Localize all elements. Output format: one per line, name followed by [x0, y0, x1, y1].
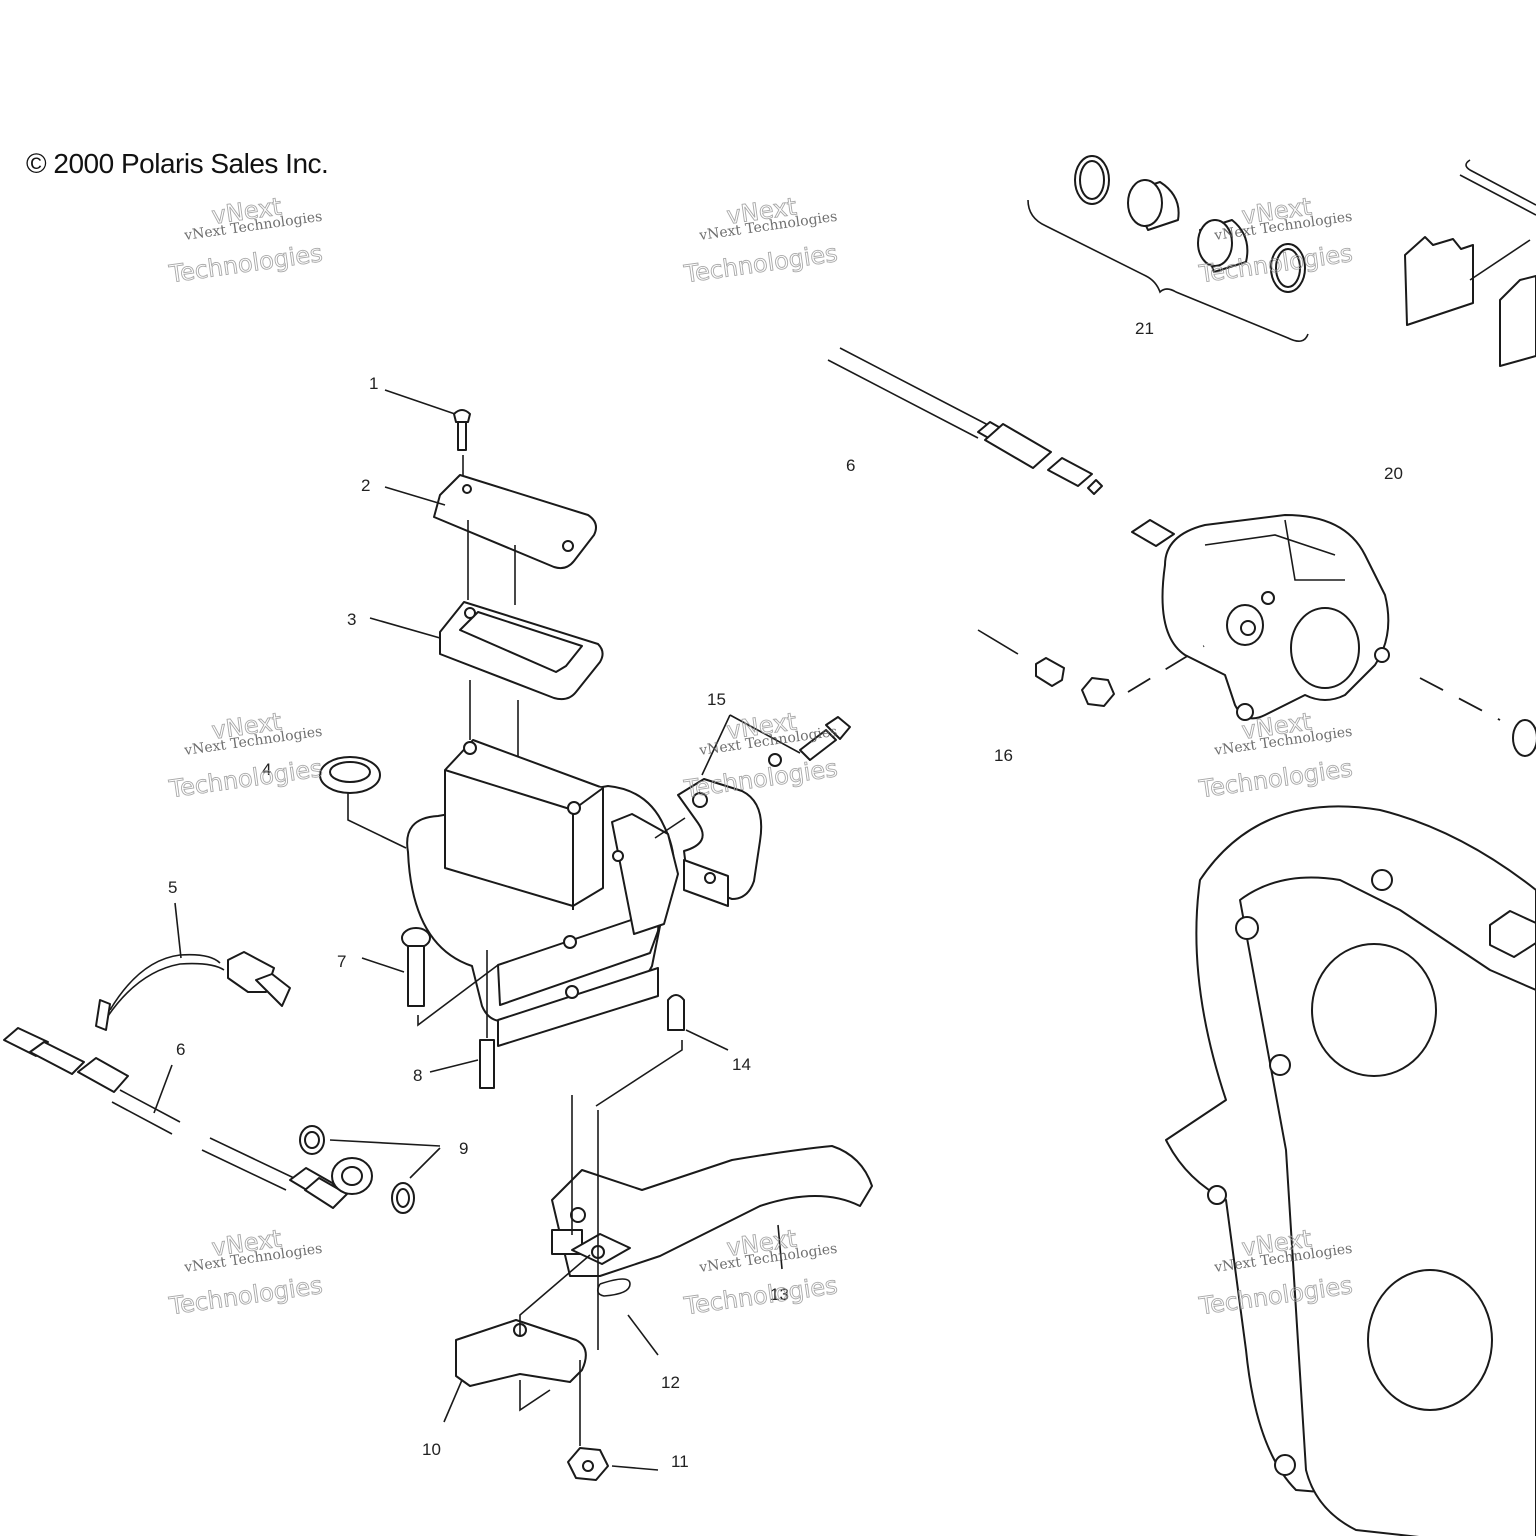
callout-11: 11: [671, 1452, 689, 1471]
watermark-tc: vNext Technologies vNext Technologies: [681, 192, 840, 289]
svg-text:Technologies: Technologies: [167, 239, 325, 288]
svg-text:Technologies: Technologies: [1197, 754, 1355, 803]
chaincase-housing: [1165, 805, 1536, 1536]
piston-kit: [1027, 155, 1309, 342]
lock-nut: [567, 1360, 659, 1481]
callout-21: 21: [1135, 319, 1154, 338]
svg-text:Technologies: Technologies: [682, 754, 840, 803]
callout-6-lower: 6: [176, 1040, 185, 1059]
callout-1: 1: [369, 374, 378, 393]
watermark-mr: vNext Technologies vNext Technologies: [1196, 707, 1355, 804]
brake-pads: [1404, 159, 1536, 367]
callout-9: 9: [459, 1139, 468, 1158]
brake-line-lower: [3, 1027, 348, 1209]
callout-10: 10: [422, 1440, 441, 1459]
brake-line-upper: [827, 347, 1103, 495]
watermark-bl: vNext Technologies vNext Technologies: [166, 1224, 325, 1321]
master-cylinder-body: [406, 739, 679, 1047]
svg-text:Technologies: Technologies: [167, 1271, 325, 1320]
reservoir-diaphragm: [369, 601, 604, 760]
callout-15: 15: [707, 690, 726, 709]
parking-brake-lever: [443, 1254, 591, 1423]
clamp-screw: [361, 927, 499, 1027]
callout-6-upper: 6: [846, 456, 855, 475]
reservoir-cover-screw: [384, 389, 471, 485]
watermark-ml: vNext Technologies vNext Technologies: [166, 707, 325, 804]
callout-4: 4: [262, 760, 271, 779]
callout-16: 16: [994, 746, 1013, 765]
bleeder-screw-and-nut: [977, 629, 1536, 757]
callout-3: 3: [347, 610, 356, 629]
body-screw: [429, 950, 495, 1089]
brake-light-switch: [95, 902, 291, 1031]
brake-caliper: [1131, 514, 1390, 721]
o-ring: [319, 756, 407, 849]
callout-5: 5: [168, 878, 177, 897]
callout-2: 2: [361, 476, 370, 495]
svg-text:Technologies: Technologies: [682, 1271, 840, 1320]
lever-pivot-pin: [595, 994, 729, 1107]
callout-7: 7: [337, 952, 346, 971]
handlebar-clamp: [654, 714, 851, 907]
callout-numbers: 1 2 3 4 5 6 6 7 8 9 10 11 12 13 14 15 16…: [168, 319, 1403, 1471]
copyright-notice: © 2000 Polaris Sales Inc.: [26, 148, 329, 179]
brake-lever: [551, 1095, 873, 1350]
watermark-tl: vNext Technologies vNext Technologies: [166, 192, 325, 289]
banjo-washers: [299, 1125, 441, 1214]
reservoir-cover: [384, 474, 597, 605]
callout-14: 14: [732, 1055, 751, 1074]
callout-8: 8: [413, 1066, 422, 1085]
callout-20: 20: [1384, 464, 1403, 483]
callout-12: 12: [661, 1373, 680, 1392]
svg-text:Technologies: Technologies: [167, 754, 325, 803]
lever-spring: [596, 1278, 659, 1356]
watermark-tr: vNext Technologies vNext Technologies: [1196, 192, 1354, 289]
svg-text:Technologies: Technologies: [682, 239, 840, 288]
callout-13: 13: [770, 1285, 789, 1304]
